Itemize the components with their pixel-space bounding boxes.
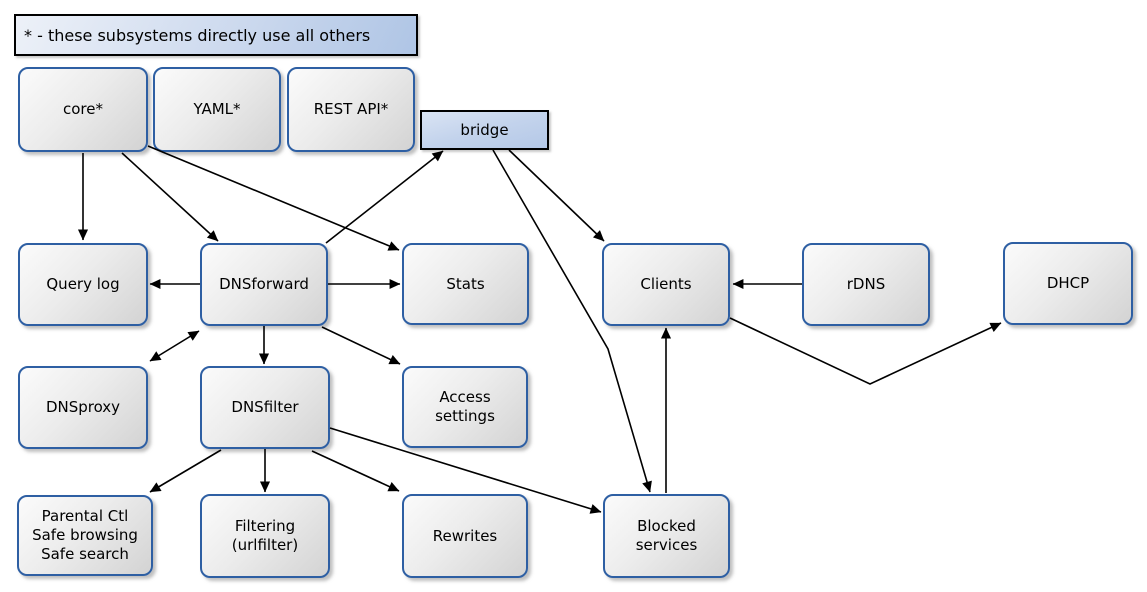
- node-label-filtering: Filtering (urlfilter): [231, 517, 299, 554]
- edge-bridge-to-clients: [508, 149, 605, 242]
- node-rewrites: Rewrites: [402, 494, 528, 578]
- edge-clients-to-dhcp: [729, 317, 1002, 385]
- edge-dnsproxy-to-dnsforward: [149, 330, 200, 362]
- node-bridge: bridge: [420, 110, 549, 150]
- node-label-querylog: Query log: [46, 275, 120, 293]
- node-label-restapi: REST API*: [313, 100, 389, 118]
- edge-dnsfilter-to-parental: [149, 449, 222, 493]
- node-label-dnsforward: DNSforward: [219, 275, 309, 293]
- node-yaml: YAML*: [153, 67, 281, 152]
- node-dnsproxy: DNSproxy: [18, 366, 148, 449]
- node-parental: Parental Ctl Safe browsing Safe search: [17, 495, 153, 576]
- node-label-access: Access settings: [435, 388, 495, 425]
- edge-dnsforward-to-access: [321, 326, 401, 365]
- node-label-dnsfilter: DNSfilter: [231, 398, 299, 416]
- node-blocked: Blocked services: [603, 494, 730, 578]
- node-label-clients: Clients: [640, 275, 692, 293]
- node-rdns: rDNS: [802, 243, 930, 326]
- node-label-core: core*: [63, 100, 103, 118]
- edge-dnsforward-to-bridge: [325, 150, 444, 244]
- node-label-parental: Parental Ctl Safe browsing Safe search: [32, 507, 138, 563]
- node-filtering: Filtering (urlfilter): [200, 494, 330, 578]
- node-core: core*: [18, 67, 148, 152]
- legend-box: * - these subsystems directly use all ot…: [14, 14, 418, 56]
- edge-dnsfilter-to-rewrites: [311, 450, 400, 492]
- node-label-blocked: Blocked services: [635, 517, 698, 554]
- node-label-dhcp: DHCP: [1046, 274, 1090, 292]
- node-clients: Clients: [602, 243, 730, 326]
- node-restapi: REST API*: [287, 67, 415, 152]
- node-dhcp: DHCP: [1003, 242, 1133, 325]
- node-label-yaml: YAML*: [193, 100, 241, 118]
- node-label-rdns: rDNS: [846, 275, 886, 293]
- node-querylog: Query log: [18, 243, 148, 326]
- edge-core-to-dnsforward: [121, 152, 219, 242]
- node-label-stats: Stats: [446, 274, 485, 293]
- node-stats: Stats: [402, 243, 529, 325]
- node-dnsforward: DNSforward: [200, 243, 328, 326]
- edge-core-to-stats: [147, 145, 400, 251]
- legend-text: * - these subsystems directly use all ot…: [24, 25, 371, 45]
- node-access: Access settings: [402, 366, 528, 448]
- node-label-rewrites: Rewrites: [432, 526, 498, 545]
- node-dnsfilter: DNSfilter: [200, 366, 330, 449]
- node-label-bridge: bridge: [460, 120, 509, 139]
- node-label-dnsproxy: DNSproxy: [45, 398, 121, 416]
